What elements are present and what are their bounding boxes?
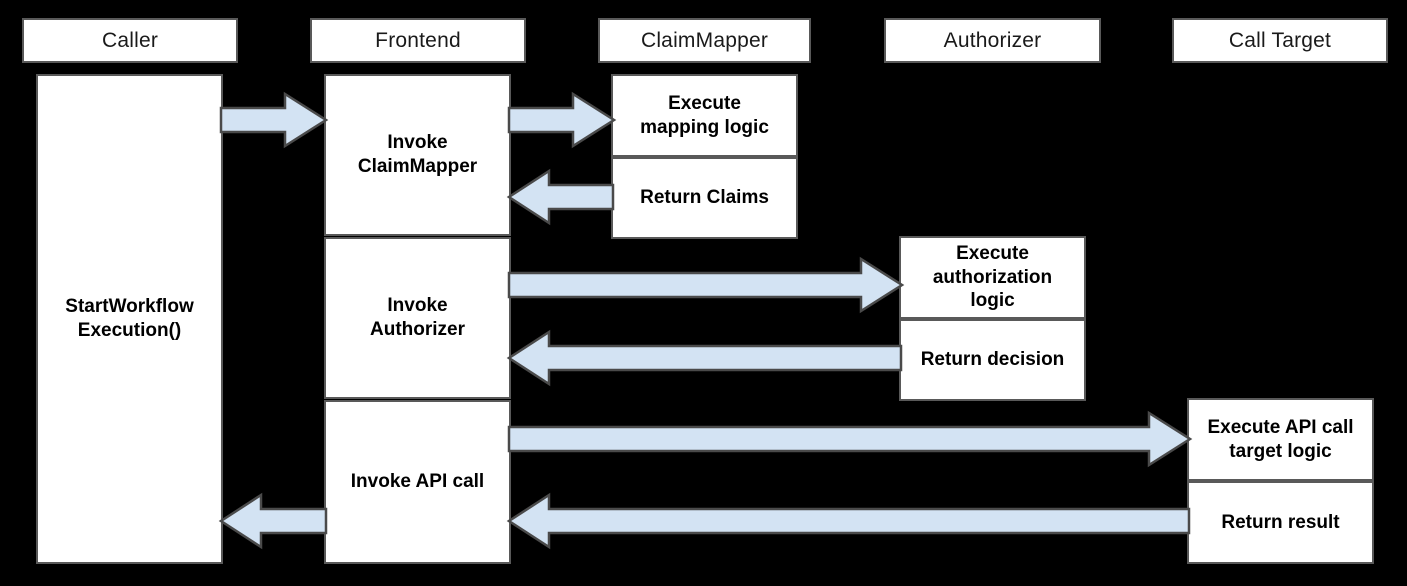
lane-header-claimmapper-label: ClaimMapper <box>640 28 769 52</box>
lane-header-caller-label: Caller <box>101 28 159 52</box>
lane-header-authorizer: Authorizer <box>884 18 1101 63</box>
lane-header-caller: Caller <box>22 18 238 63</box>
activation-calltarget-return-result: Return result <box>1187 481 1374 564</box>
message-arrow-calltarget-to-frontend-response <box>506 492 1191 550</box>
activation-frontend-invoke-api-call: Invoke API call <box>324 400 511 564</box>
lane-header-claimmapper: ClaimMapper <box>598 18 811 63</box>
message-arrow-caller-to-frontend-request <box>219 91 329 149</box>
message-arrow-frontend-to-caller-response <box>218 492 328 550</box>
message-arrow-frontend-to-authorizer-request <box>507 256 905 314</box>
lane-header-calltarget: Call Target <box>1172 18 1388 63</box>
activation-claimmapper-return-claims-label: Return Claims <box>640 187 769 209</box>
message-arrow-claimmapper-to-frontend-response <box>506 168 615 226</box>
lane-header-authorizer-label: Authorizer <box>943 28 1042 52</box>
message-arrow-authorizer-to-frontend-response <box>506 329 903 387</box>
activation-claimmapper-return-claims: Return Claims <box>611 157 798 239</box>
activation-frontend-invoke-api-call-label: Invoke API call <box>350 471 485 493</box>
message-arrow-frontend-to-claimmapper-request <box>507 91 617 149</box>
activation-authorizer-return-decision-label: Return decision <box>920 349 1065 371</box>
lane-header-frontend-label: Frontend <box>375 28 461 52</box>
lane-header-frontend: Frontend <box>310 18 526 63</box>
activation-authorizer-return-decision: Return decision <box>899 319 1086 401</box>
activation-calltarget-return-result-label: Return result <box>1221 511 1340 533</box>
lane-header-calltarget-label: Call Target <box>1228 28 1332 52</box>
message-arrow-frontend-to-calltarget-request <box>507 410 1193 468</box>
